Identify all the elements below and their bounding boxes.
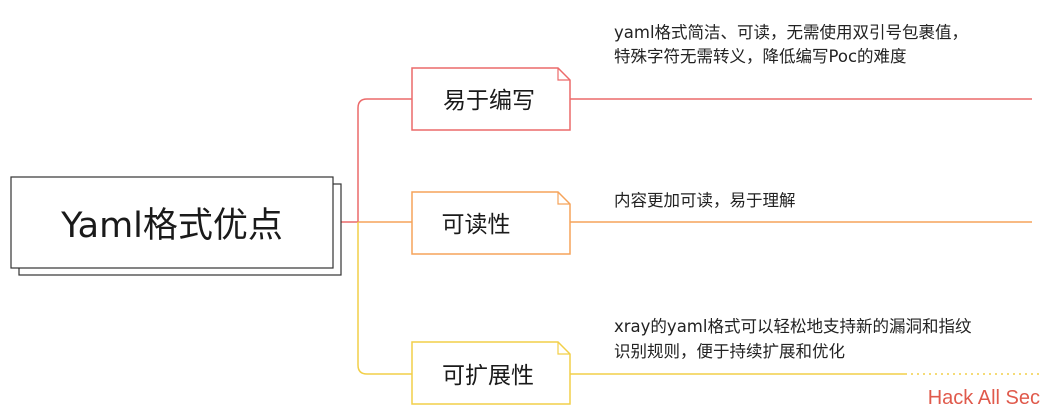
branch-1-desc-line-1: yaml格式简洁、可读，无需使用双引号包裹值，	[614, 23, 968, 42]
branch-1[interactable]: 易于编写 yaml格式简洁、可读，无需使用双引号包裹值， 特殊字符无需转义，降低…	[411, 23, 1032, 131]
watermark-text: Hack All Sec	[928, 387, 1040, 406]
branch-1-label: 易于编写	[443, 88, 535, 114]
branch-3-fold	[557, 342, 570, 355]
branch-3-box	[411, 341, 571, 405]
branch-3-label: 可扩展性	[442, 363, 534, 389]
branch-1-desc-line-2: 特殊字符无需转义，降低编写Poc的难度	[614, 47, 907, 66]
branch-2-box	[411, 191, 571, 255]
root-title: Yaml格式优点	[60, 206, 283, 246]
branch-2-fold	[557, 192, 570, 205]
connector-trunk-bottom	[357, 222, 412, 375]
branch-3[interactable]: 可扩展性 xray的yaml格式可以轻松地支持新的漏洞和指纹 识别规则，便于持续…	[411, 317, 1040, 405]
branch-2[interactable]: 可读性 内容更加可读，易于理解	[411, 191, 1032, 255]
branch-3-desc-line-2: 识别规则，便于持续扩展和优化	[614, 342, 845, 361]
branch-2-label: 可读性	[442, 212, 511, 238]
branch-1-box	[411, 67, 571, 131]
connector-trunk-top	[357, 98, 412, 222]
root-node[interactable]: Yaml格式优点	[10, 176, 342, 276]
root-node-box	[10, 176, 334, 269]
connectors	[333, 98, 412, 375]
branch-2-desc-line-1: 内容更加可读，易于理解	[614, 191, 796, 210]
branch-1-fold	[557, 68, 570, 81]
branch-3-desc-line-1: xray的yaml格式可以轻松地支持新的漏洞和指纹	[614, 317, 972, 336]
